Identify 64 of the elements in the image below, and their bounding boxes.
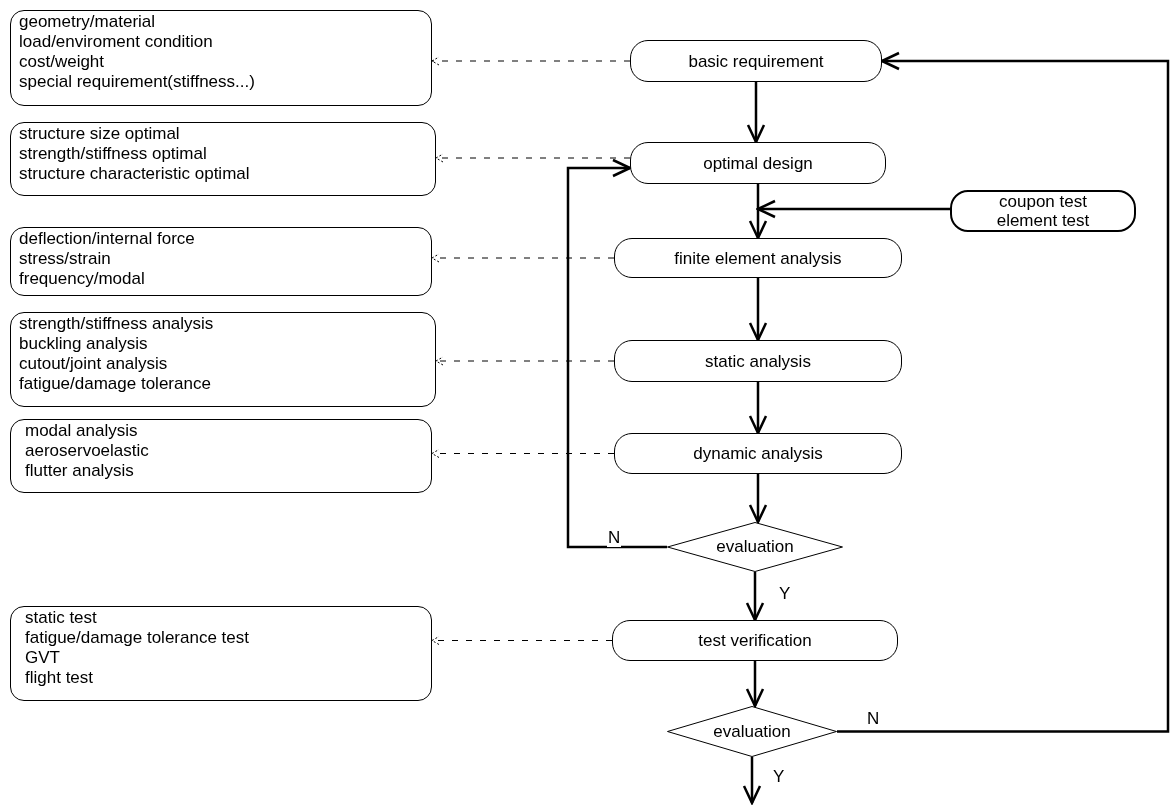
note-box [10, 419, 432, 493]
arrow [756, 199, 950, 219]
process-box [630, 40, 882, 82]
decision-diamond [667, 522, 843, 572]
node-label: static analysis [705, 351, 811, 371]
process-box [614, 433, 902, 474]
process-box [612, 620, 898, 661]
note-line: cutout/joint analysis [19, 354, 169, 374]
process-box [630, 142, 886, 184]
note-box [10, 606, 432, 701]
node-label: finite element analysis [674, 248, 842, 268]
node-label: coupon test [999, 192, 1087, 211]
note-line: flutter analysis [25, 461, 135, 481]
note-line: special requirement(stiffness...) [19, 72, 256, 92]
arrow [745, 661, 765, 708]
process-box [614, 238, 902, 278]
node-label: evaluation [713, 721, 791, 742]
arrow [742, 757, 762, 805]
note-box [10, 312, 436, 407]
node-label: evaluation [716, 537, 794, 557]
dashed-connector [431, 253, 615, 263]
arrow [748, 474, 768, 524]
note-line: modal analysis [25, 421, 139, 441]
note-line: cost/weight [19, 52, 106, 72]
note-box [10, 122, 436, 196]
node-label: element test [996, 211, 1090, 230]
note-line: fatigue/damage tolerance [19, 374, 212, 394]
arrow [745, 572, 765, 622]
note-line: static test [25, 608, 98, 628]
note-line: geometry/material [19, 12, 157, 32]
note-line: strength/stiffness analysis [19, 314, 215, 334]
process-box [614, 340, 902, 382]
arrow [748, 184, 768, 240]
arrow [748, 278, 768, 342]
arrow [748, 382, 768, 435]
note-line: GVT [25, 648, 61, 668]
edge-label: N [607, 529, 622, 547]
note-line: aeroservoelastic [25, 441, 150, 461]
dashed-connector [431, 56, 631, 66]
note-line: fatigue/damage tolerance test [25, 628, 250, 648]
note-line: load/enviroment condition [19, 32, 214, 52]
note-line: frequency/modal [19, 269, 146, 289]
note-line: deflection/internal force [19, 229, 196, 249]
note-line: flight test [25, 668, 95, 688]
decision-diamond [667, 706, 837, 757]
note-line: buckling analysis [19, 334, 149, 354]
node-label: dynamic analysis [693, 444, 823, 463]
note-line: strength/stiffness optimal [19, 144, 208, 164]
arrow [566, 158, 667, 549]
dashed-connector [431, 449, 615, 458]
arrow [746, 82, 766, 144]
node-label: basic requirement [688, 51, 824, 71]
note-line: stress/strain [19, 249, 112, 269]
dashed-connector [431, 636, 613, 645]
note-box [10, 10, 432, 106]
dashed-connector [435, 153, 631, 163]
node-label: optimal design [703, 153, 813, 173]
note-box [10, 227, 432, 296]
note-line: structure size optimal [19, 124, 181, 144]
arrow [837, 51, 1170, 733]
note-line: structure characteristic optimal [19, 164, 251, 184]
process-box [950, 190, 1136, 232]
dashed-connector [435, 356, 615, 366]
node-label: test verification [698, 631, 812, 650]
